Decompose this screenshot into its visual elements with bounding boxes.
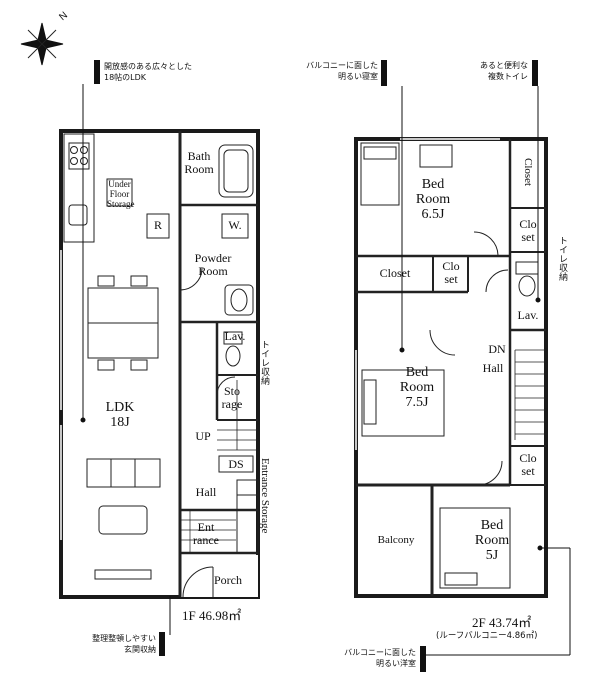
- under-floor-line1: Under: [108, 179, 131, 189]
- bath-line2: Room: [184, 162, 214, 176]
- up-label: UP: [195, 429, 211, 443]
- callout-ldk-line1: 開放感のある広々とした: [104, 62, 192, 71]
- floor2-area-sub: (ルーフバルコニー4.86㎡): [436, 631, 538, 641]
- bed-room-1-label: Bed Room 6.5J: [408, 177, 458, 222]
- storage-label: Sto rage: [217, 385, 247, 411]
- storage-line1: Sto: [223, 384, 240, 398]
- callout-toilets-line2: 複数トイレ: [488, 72, 528, 81]
- entrance-storage-label: Entrance Storage: [259, 458, 271, 534]
- bed3-line1: Bed: [480, 518, 504, 533]
- compass-icon: [20, 22, 64, 66]
- powder-line2: Room: [198, 264, 228, 278]
- closet-small-2-label: Clo set: [513, 218, 543, 244]
- lav-label-2f: Lav.: [517, 308, 539, 322]
- callout-western-room-line2: 明るい洋室: [376, 659, 416, 668]
- dn-label: DN: [488, 342, 506, 356]
- washer-label: W.: [228, 218, 242, 232]
- ds-label: DS: [228, 457, 244, 471]
- powder-room-label: Powder Room: [186, 252, 240, 278]
- powder-line1: Powder: [194, 251, 232, 265]
- entrance-line2: rance: [193, 533, 219, 547]
- fridge-label: R: [153, 218, 162, 232]
- callout-bedroom-balcony-line2: 明るい寝室: [338, 72, 378, 81]
- callout-ldk: 開放感のある広々とした 18帖のLDK: [104, 61, 192, 83]
- callout-storage: 整理整頓しやすい 玄関収納: [70, 633, 156, 655]
- ldk-size: 18J: [110, 415, 130, 430]
- porch-label: Porch: [214, 573, 242, 587]
- closet-small-1-line1: Clo: [442, 259, 460, 273]
- under-floor-line2: Floor: [109, 189, 130, 199]
- floor1-area: 1F 46.98㎡: [182, 608, 242, 623]
- closet-small-1-label: Clo set: [436, 260, 466, 286]
- bed1-line1: Bed: [421, 177, 445, 192]
- callout-storage-line2: 玄関収納: [124, 645, 156, 654]
- balcony-label: Balcony: [377, 534, 415, 546]
- under-floor-storage-label: Under Floor Storage: [107, 179, 135, 209]
- bed2-size: 7.5J: [405, 395, 429, 410]
- bed3-size: 5J: [485, 548, 499, 563]
- floor2-area: 2F 43.74㎡: [472, 615, 532, 630]
- bed-room-2-label: Bed Room 7.5J: [392, 365, 442, 410]
- closet-small-3-line2: set: [521, 464, 535, 478]
- entrance-line1: Ent: [197, 520, 215, 534]
- hall-label-1f: Hall: [195, 485, 217, 499]
- callout-toilets: あると便利な 複数トイレ: [440, 60, 528, 82]
- hall-label-2f: Hall: [482, 361, 504, 375]
- callout-western-room-line1: バルコニーに面した: [344, 648, 416, 657]
- bath-line1: Bath: [187, 149, 211, 163]
- floor2-plan: [354, 137, 548, 598]
- lav-label-1f: Lav.: [224, 329, 246, 343]
- bath-room-label: Bath Room: [180, 150, 218, 176]
- closet-small-1-line2: set: [444, 272, 458, 286]
- closet-right-label: Closet: [522, 158, 534, 187]
- under-floor-line3: Storage: [107, 199, 135, 209]
- toilet-storage-label-2f: トイレ収納: [557, 236, 567, 281]
- bed-room-3-label: Bed Room 5J: [467, 518, 517, 563]
- toilet-storage-label-1f: トイレ収納: [259, 340, 269, 385]
- callout-ldk-line2: 18帖のLDK: [104, 73, 147, 82]
- callout-storage-line1: 整理整頓しやすい: [92, 634, 156, 643]
- closet-small-3-label: Clo set: [513, 452, 543, 478]
- callout-bedroom-balcony-line1: バルコニーに面した: [306, 61, 378, 70]
- closet-mid-label: Closet: [379, 266, 411, 280]
- bed3-line2: Room: [474, 533, 510, 548]
- bed2-line2: Room: [399, 380, 435, 395]
- callout-bedroom-balcony: バルコニーに面した 明るい寝室: [280, 60, 378, 82]
- closet-small-2-line1: Clo: [519, 217, 537, 231]
- bed1-line2: Room: [415, 192, 451, 207]
- ldk-name: LDK: [105, 400, 135, 415]
- ldk-label: LDK 18J: [95, 400, 145, 430]
- entrance-label: Ent rance: [186, 521, 226, 547]
- callout-western-room: バルコニーに面した 明るい洋室: [318, 647, 416, 669]
- floor1-plan: [59, 129, 260, 599]
- closet-small-2-line2: set: [521, 230, 535, 244]
- closet-small-3-line1: Clo: [519, 451, 537, 465]
- storage-line2: rage: [221, 397, 243, 411]
- bed1-size: 6.5J: [421, 207, 445, 222]
- callout-toilets-line1: あると便利な: [480, 61, 528, 70]
- bed2-line1: Bed: [405, 365, 429, 380]
